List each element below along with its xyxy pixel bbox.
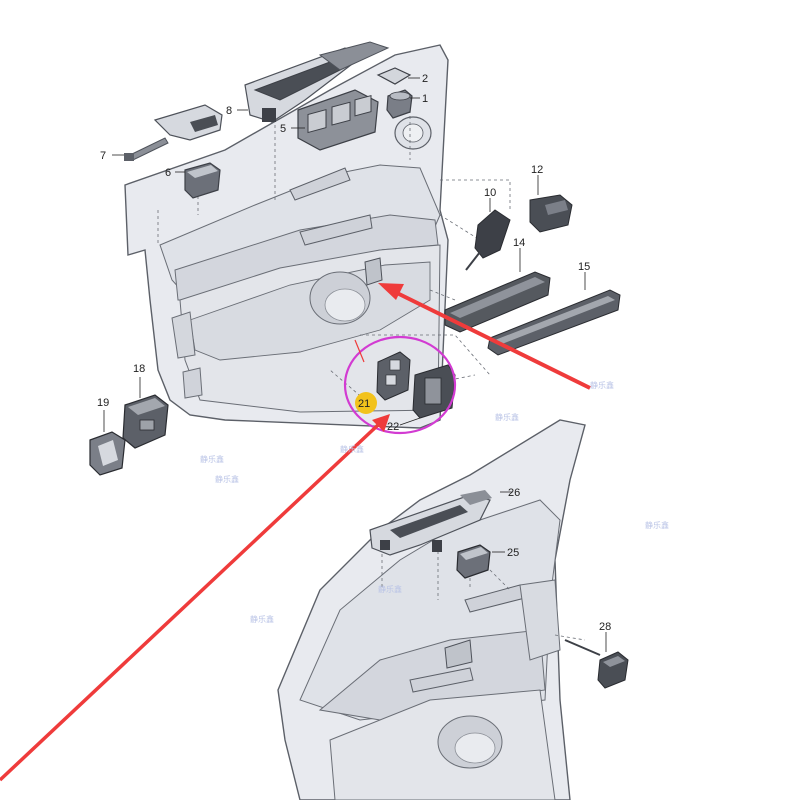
watermark: 静乐鑫: [250, 614, 274, 624]
watermark: 静乐鑫: [215, 474, 239, 484]
part-7-handle: [124, 104, 223, 161]
callout-1: 1: [422, 93, 428, 105]
part-28-switch-with-pin: [564, 639, 629, 689]
part-18-switch: [122, 394, 169, 449]
part-2-cover: [376, 67, 412, 85]
callout-5: 5: [280, 123, 286, 135]
rear-door-trim-panel: [277, 419, 586, 800]
part-10-switch-with-pin: [465, 209, 511, 271]
watermark: 静乐鑫: [645, 520, 669, 530]
part-25-switch: [456, 544, 491, 579]
part-5-window-switch-block: [297, 89, 379, 151]
callout-leaders: [103, 77, 607, 652]
front-door-trim-panel: [124, 44, 449, 429]
part-6-switch: [184, 162, 221, 199]
callout-26: 26: [508, 487, 520, 499]
callout-14: 14: [513, 237, 525, 249]
part-21-lock-switch: [376, 351, 411, 401]
part-1-switch: [386, 89, 413, 119]
callout-8: 8: [226, 105, 232, 117]
highlight-marker: [355, 392, 377, 414]
callout-28: 28: [599, 621, 611, 633]
highlight-circle: [343, 335, 457, 435]
part-15-switch-strip: [487, 289, 621, 356]
callout-labels: 1 2 5 6 7 8 10 12 14 15 18 19 21 22 25 2…: [97, 73, 611, 633]
part-8-window-switch-bezel: [244, 41, 390, 123]
callout-19: 19: [97, 397, 109, 409]
part-22-lock-switch: [412, 364, 456, 419]
watermark: 静乐鑫: [340, 444, 364, 454]
part-26-window-switch-bezel: [369, 490, 492, 556]
watermarks: 静乐鑫 静乐鑫 静乐鑫 静乐鑫 静乐鑫 静乐鑫 静乐鑫 静乐鑫: [200, 380, 669, 624]
watermark: 静乐鑫: [200, 454, 224, 464]
callout-12: 12: [531, 164, 543, 176]
part-14-switch-strip: [444, 271, 551, 333]
watermark: 静乐鑫: [495, 412, 519, 422]
callout-25: 25: [507, 547, 519, 559]
callout-10: 10: [484, 187, 496, 199]
part-19-cap: [89, 431, 126, 476]
callout-15: 15: [578, 261, 590, 273]
callout-22: 22: [387, 421, 399, 433]
part-12-switch: [529, 194, 573, 233]
red-arrows: [0, 283, 591, 782]
watermark: 静乐鑫: [378, 584, 402, 594]
watermark: 静乐鑫: [590, 380, 614, 390]
callout-21: 21: [358, 398, 370, 410]
callout-2: 2: [422, 73, 428, 85]
callout-18: 18: [133, 363, 145, 375]
callout-6: 6: [165, 167, 171, 179]
callout-7: 7: [100, 150, 106, 162]
